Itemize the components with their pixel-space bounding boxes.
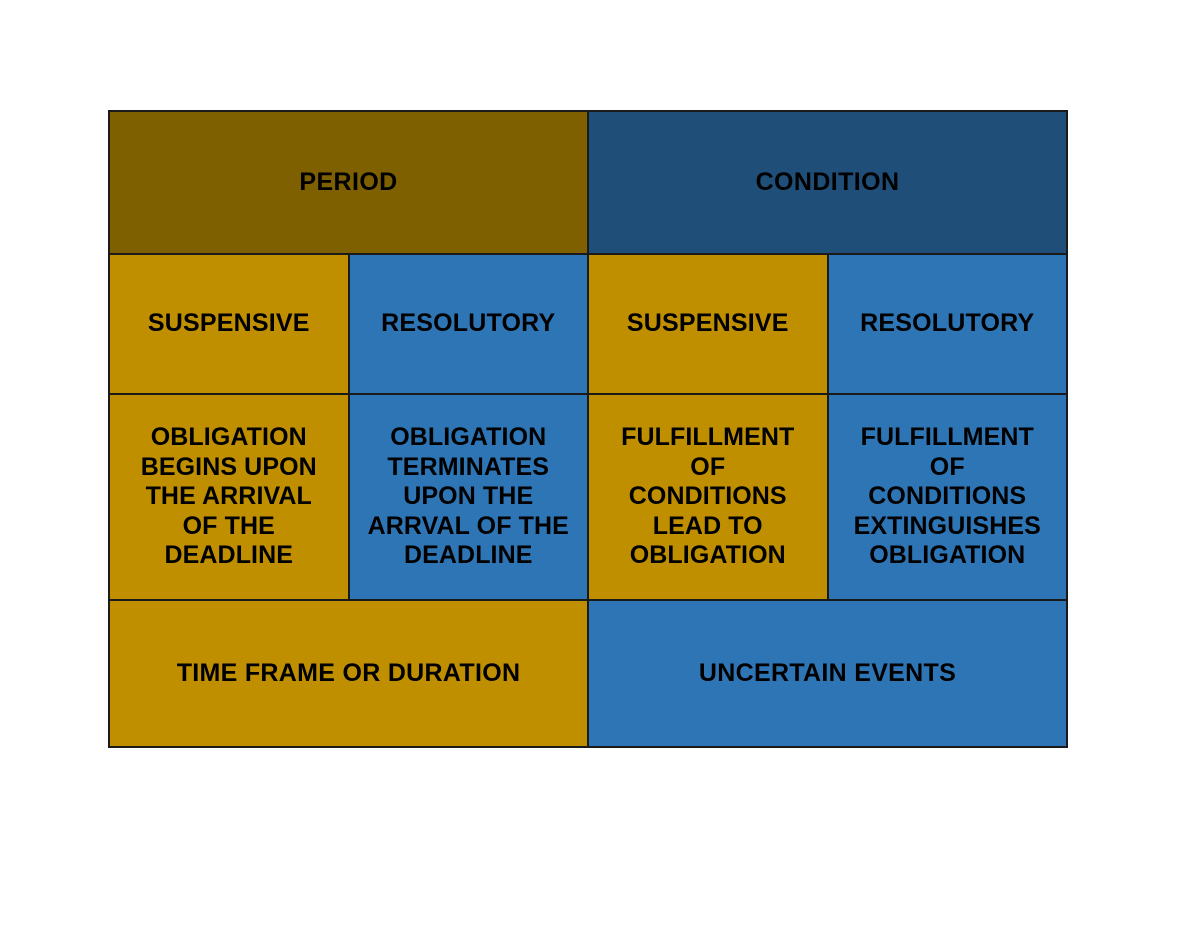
sub-header-period-resolutory: RESOLUTORY <box>347 253 589 395</box>
table-row-sub-headers: SUSPENSIVE RESOLUTORY SUSPENSIVE RESOLUT… <box>108 253 1068 395</box>
footer-cell-period-summary: TIME FRAME OR DURATION <box>108 599 589 748</box>
table-row-group-headers: PERIOD CONDITION <box>108 110 1068 255</box>
sub-header-period-suspensive: SUSPENSIVE <box>108 253 350 395</box>
group-header-period-label: PERIOD <box>299 167 398 196</box>
sub-header-condition-resolutory: RESOLUTORY <box>826 253 1068 395</box>
comparison-table-container: PERIOD CONDITION SUSPENSIVE RESOLUTORY <box>108 110 1068 748</box>
body-cell-period-suspensive-text: OBLIGATION BEGINS UPON THE ARRIVAL OF TH… <box>140 423 317 570</box>
sub-header-condition-suspensive-label: SUSPENSIVE <box>626 309 789 338</box>
group-header-condition-label: CONDITION <box>755 167 900 196</box>
group-header-period: PERIOD <box>108 110 589 255</box>
group-header-condition: CONDITION <box>587 110 1068 255</box>
body-cell-condition-resolutory-text: FULFILLMENT OF CONDITIONS EXTINGUISHES O… <box>853 423 1041 570</box>
table-row-descriptions: OBLIGATION BEGINS UPON THE ARRIVAL OF TH… <box>108 393 1068 601</box>
body-cell-condition-resolutory: FULFILLMENT OF CONDITIONS EXTINGUISHES O… <box>826 393 1068 601</box>
body-cell-period-suspensive: OBLIGATION BEGINS UPON THE ARRIVAL OF TH… <box>108 393 350 601</box>
body-cell-period-resolutory-text: OBLIGATION TERMINATES UPON THE ARRVAL OF… <box>367 423 569 570</box>
table-row-summary: TIME FRAME OR DURATION UNCERTAIN EVENTS <box>108 599 1068 748</box>
body-cell-period-resolutory: OBLIGATION TERMINATES UPON THE ARRVAL OF… <box>347 393 589 601</box>
body-cell-condition-suspensive-text: FULFILLMENT OF CONDITIONS LEAD TO OBLIGA… <box>621 423 795 570</box>
body-cell-condition-suspensive: FULFILLMENT OF CONDITIONS LEAD TO OBLIGA… <box>587 393 829 601</box>
footer-cell-condition-summary: UNCERTAIN EVENTS <box>587 599 1068 748</box>
sub-header-condition-resolutory-label: RESOLUTORY <box>860 309 1035 338</box>
footer-cell-period-summary-label: TIME FRAME OR DURATION <box>176 658 521 687</box>
footer-cell-condition-summary-label: UNCERTAIN EVENTS <box>698 658 957 687</box>
sub-header-period-suspensive-label: SUSPENSIVE <box>147 309 310 338</box>
sub-header-condition-suspensive: SUSPENSIVE <box>587 253 829 395</box>
period-condition-matrix: PERIOD CONDITION SUSPENSIVE RESOLUTORY <box>108 110 1068 748</box>
sub-header-period-resolutory-label: RESOLUTORY <box>381 309 556 338</box>
